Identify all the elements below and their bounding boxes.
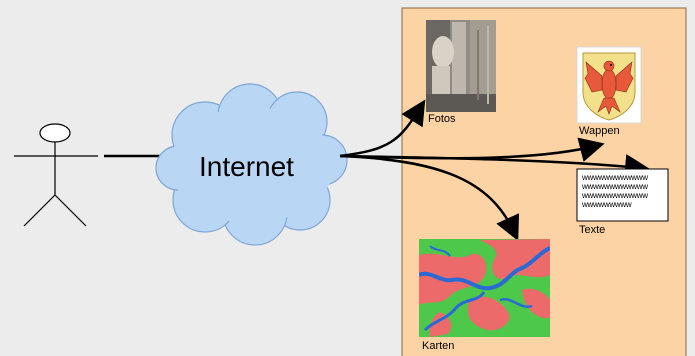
stick-figure-icon (14, 123, 98, 227)
wappen-label: Wappen (579, 125, 620, 137)
map-thumbnail (419, 239, 550, 337)
karten-label: Karten (422, 340, 455, 352)
cloud-label: Internet (199, 151, 294, 182)
photo-thumbnail (426, 20, 496, 112)
text-line: wwwwwwwww (582, 200, 632, 209)
text-document-icon (576, 168, 669, 222)
cloud-icon (155, 83, 348, 246)
arrow-to-fotos (339, 99, 426, 158)
coat-of-arms-icon (576, 46, 642, 124)
text-line: wwwwwwwwwwww (582, 182, 648, 191)
text-line: wwwwwwwwwwww (582, 191, 648, 200)
texte-label: Texte (579, 224, 606, 236)
arrow-to-karten (339, 154, 520, 242)
fotos-label: Fotos (428, 113, 456, 125)
arrow-to-texte (339, 154, 650, 179)
text-document-content: wwwwwwwwwwww wwwwwwwwwwww wwwwwwwwwwww w… (582, 173, 648, 209)
text-line: wwwwwwwwwwww (582, 173, 648, 182)
